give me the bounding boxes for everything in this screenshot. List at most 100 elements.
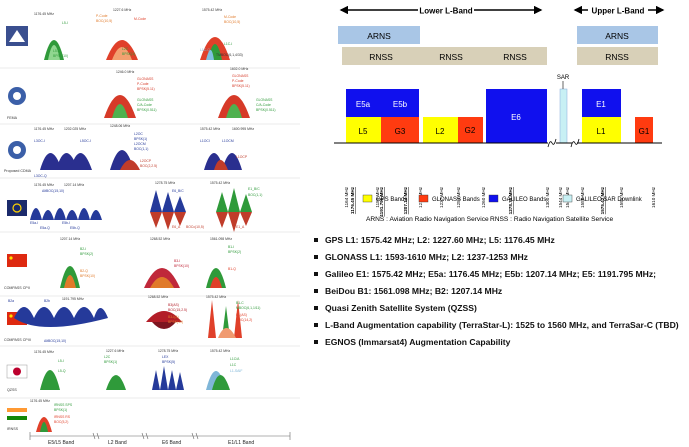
freq-label: 1575.42 MHz (200, 127, 220, 131)
upper-l-band-arrow: Upper L-Band (573, 4, 665, 16)
bullet-beidou: BeiDou B1: 1561.098 MHz; B2: 1207.14 MHz (313, 283, 685, 300)
rnss-description: RNSS : Radio Navigation Satellite Servic… (490, 216, 613, 223)
code-label: L5OC-I (80, 139, 91, 143)
freq-label: 1176.45 MHz (34, 12, 54, 16)
galileo-sar-downlink-block (559, 88, 568, 144)
arns-bar-upper (577, 26, 658, 44)
code-label: B1-C (236, 301, 244, 305)
galileo-e6-block (486, 89, 547, 143)
code-label: E5b-I (62, 221, 70, 225)
code-label: BPSK(0.511) (137, 108, 157, 112)
freq-label: 1268.52 MHz (148, 295, 168, 299)
code-label: BOC(5,2) (54, 420, 68, 424)
compass-cpiii-spectra (14, 300, 242, 338)
band-label-e1l1: E1/L1 Band (228, 440, 254, 446)
band-label-l2: L2 Band (108, 440, 127, 446)
code-label: AltBOC(15,10) (42, 189, 64, 193)
freq-label: 1278.75 MHz (155, 181, 175, 185)
code-label: E1_A (236, 225, 245, 229)
frequency-bullet-list: GPS L1: 1575.42 MHz; L2: 1227.60 MHz; L5… (313, 232, 685, 351)
g2-label: G2 (465, 126, 476, 135)
frequency-tick-label: 1189 MHz (375, 186, 380, 207)
frequency-tick-label: 1575.42 MHz (600, 186, 605, 214)
code-label: BPSK(2) (80, 252, 93, 256)
bullet-gps: GPS L1: 1575.42 MHz; L2: 1227.60 MHz; L5… (313, 232, 685, 249)
glonass-g2-block (458, 117, 483, 143)
l2-label: L2 (436, 127, 445, 136)
code-label: L5-Q (58, 369, 66, 373)
glonass-spectra (104, 95, 250, 118)
code-label: B3-I (174, 259, 180, 263)
code-label: BOCc(10,5) (186, 225, 204, 229)
frequency-tick-label: 1254 MHz (456, 186, 461, 208)
lower-l-band-arrow: Lower L-Band (339, 4, 543, 16)
code-label: BPSK(1) (122, 52, 135, 56)
freq-label: 1561.098 MHz (210, 237, 232, 241)
japan-flag (6, 364, 28, 379)
freq-label: 1246.0 MHz (116, 70, 135, 74)
code-label: E5a-Q (40, 226, 50, 230)
code-label: BOC(14,2) (236, 318, 252, 322)
code-label: BPSK(5.11) (232, 84, 250, 88)
gps-l5-block (346, 117, 381, 143)
band-label-e6: E6 Band (162, 440, 181, 446)
freq-label: 1207.14 MHz (64, 183, 84, 187)
code-label: BOC(1,1) (248, 193, 262, 197)
qzss-spectra (40, 366, 230, 390)
legend-gps-label: GPS Bands (376, 197, 407, 203)
code-label: BPSK(1) (54, 408, 67, 412)
code-label: L1OCP (236, 155, 248, 159)
code-label: B2b (44, 299, 50, 303)
legend-swatch-gps (362, 194, 373, 203)
code-label: L5-I (58, 359, 64, 363)
irnss-spectra (36, 417, 52, 432)
freq-label: 1227.6 MHz (113, 8, 132, 12)
freq-label: 1278.75 MHz (158, 349, 178, 353)
rnss-label-1: RNSS (369, 52, 393, 62)
gps-emblem (6, 26, 28, 46)
code-label: L1C-Q (200, 48, 210, 52)
freq-label: 1176.45 MHz (34, 127, 54, 131)
code-label: BOC(1,1) (134, 147, 148, 151)
code-label: BOC(10,5) (224, 20, 240, 24)
bullet-l-band-augmentation: L-Band Augmentation capability (TerraSta… (313, 317, 685, 334)
band-axis: E5/L5 Band L2 Band E6 Band E1/L1 Band (29, 432, 291, 446)
code-label: L2OC (134, 132, 143, 136)
freq-label: 1600.995 MHz (232, 127, 254, 131)
glonass-g3-block (381, 117, 419, 143)
system-label: COMPASS CPIII (4, 338, 31, 342)
code-label: P-Code (232, 79, 244, 83)
code-label: B1-I (228, 245, 234, 249)
freq-label: 1248.06 MHz (110, 124, 130, 128)
code-label: BPSK(0.511) (256, 108, 276, 112)
freq-label: 1227.6 MHz (106, 349, 125, 353)
code-label: AltBOC(15,10) (44, 339, 66, 343)
legend-swatch-sar (562, 194, 573, 203)
code-label: B2a (8, 299, 14, 303)
code-label: C/A-Code (256, 103, 271, 107)
frequency-tick-label: 1278.75 MHz (508, 186, 513, 214)
freq-label: 1207.14 MHz (60, 237, 80, 241)
frequency-tick-label: 1164 MHz (344, 186, 349, 207)
bullet-galileo: Galileo E1: 1575.42 MHz; E5a: 1176.45 MH… (313, 266, 685, 283)
code-label: BPSK(10) (53, 54, 68, 58)
frequency-tick-label: 1191.795 MHz (379, 186, 384, 216)
gps-spectra (44, 37, 230, 60)
code-label: GLONASS (256, 98, 273, 102)
frequency-tick-label: 1610 MHz (651, 186, 656, 208)
code-label: B1(AS) (236, 313, 247, 317)
code-label: BOC(2,2.5) (140, 164, 157, 168)
code-label: IRNSS RS (54, 415, 71, 419)
freq-label: 1176.45 MHz (34, 183, 54, 187)
galileo-e1-block (582, 89, 621, 117)
arns-bar-lower (338, 26, 420, 44)
sar-label: SAR (557, 75, 570, 81)
frequency-tick-label: 1237 MHz (439, 186, 444, 208)
e6-label: E6 (511, 113, 521, 122)
code-label: BPSK(1) (104, 360, 117, 364)
g1-label: G1 (639, 127, 650, 136)
code-label: L5-Q (53, 49, 61, 53)
system-label: QZSS (7, 388, 17, 392)
upper-l-band-label: Upper L-Band (592, 7, 645, 16)
code-label: GLONASS (232, 74, 249, 78)
